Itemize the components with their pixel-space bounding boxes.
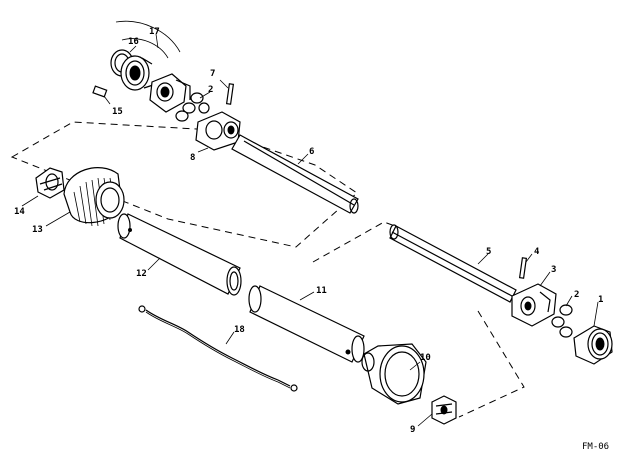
leader-lines: [21, 33, 599, 427]
part-label-5: 5: [486, 247, 491, 257]
inner-square-tube-5: [389, 224, 517, 303]
spring-pin-7: [225, 83, 235, 105]
part-label-10: 10: [420, 353, 431, 363]
guard-cone-10: [361, 343, 427, 405]
spring-pin-4: [518, 257, 528, 279]
part-label-1: 1: [598, 295, 603, 305]
pin-15: [92, 85, 108, 98]
cross-bearing-2-lower: [551, 304, 573, 338]
part-label-13: 13: [32, 225, 43, 235]
outer-yoke: [149, 73, 191, 113]
part-label-3: 3: [551, 265, 556, 275]
part-label-12: 12: [136, 269, 147, 279]
guard-boundary-lower: [312, 221, 525, 418]
drawing-code: FM-06: [582, 442, 609, 452]
guard-bearing-14: [35, 167, 65, 199]
cross-bearing-2-upper: [175, 92, 210, 122]
part-label-14: 14: [14, 207, 25, 217]
inner-yoke-8: [195, 111, 241, 151]
outer-square-tube-6: [231, 134, 359, 214]
guard-tube-11: [248, 285, 365, 363]
part-label-4: 4: [534, 247, 540, 257]
part-label-17: 17: [149, 27, 160, 37]
part-label-18: 18: [234, 325, 245, 335]
safety-chain-18: [138, 305, 298, 392]
bearing-ring-17: [115, 20, 181, 91]
part-label-2-lower: 2: [574, 290, 579, 300]
part-label-7: 7: [210, 69, 215, 79]
inner-yoke-3: [511, 283, 557, 327]
part-label-9: 9: [410, 425, 415, 435]
part-label-16: 16: [128, 37, 139, 47]
part-label-2-upper: 2: [208, 85, 213, 95]
guard-tube-12: [117, 213, 242, 296]
part-label-11: 11: [316, 286, 327, 296]
guard-cone-13: [63, 167, 125, 227]
part-label-6: 6: [309, 147, 314, 157]
part-label-15: 15: [112, 107, 123, 117]
part-label-8: 8: [190, 153, 195, 163]
guard-bearing-9: [431, 395, 457, 425]
yoke-bearing-1: [573, 325, 613, 365]
